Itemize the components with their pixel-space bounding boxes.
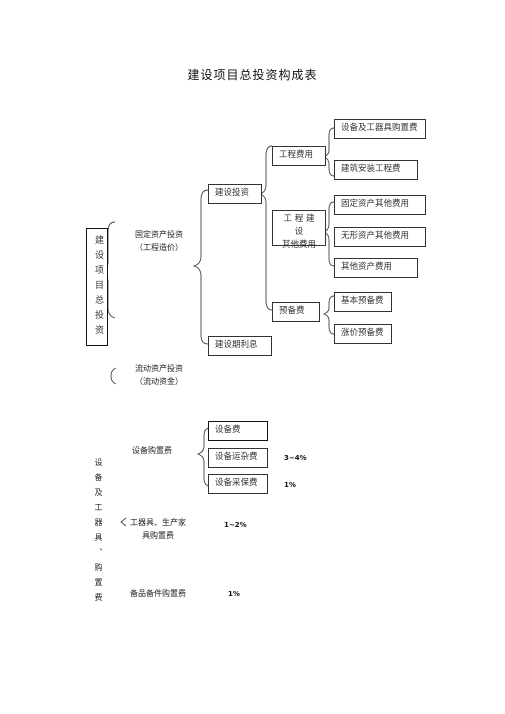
construction-investment-box: 建设投资 bbox=[208, 184, 262, 204]
leaf-price-reserve: 涨价预备费 bbox=[334, 324, 392, 344]
pct-insurance: 1% bbox=[284, 481, 296, 489]
transport-fee-box: 设备运杂费 bbox=[208, 448, 268, 468]
brace-construction bbox=[258, 145, 273, 311]
brace-equipment-purchase bbox=[196, 427, 211, 487]
spare-parts-label: 备品备件购置费 bbox=[130, 589, 186, 598]
brace-current bbox=[110, 367, 117, 385]
insurance-fee-box: 设备采保费 bbox=[208, 474, 268, 494]
engineering-cost-box: 工程费用 bbox=[272, 146, 326, 166]
leaf-fixed-other: 固定资产其他费用 bbox=[334, 195, 426, 215]
root-total-investment-label: 建设项目总投资 bbox=[93, 235, 103, 340]
document-title: 建设项目总投资构成表 bbox=[187, 68, 318, 82]
fixed-assets-line1: 固定资产投资 bbox=[135, 230, 183, 239]
pct-transport: 3~4% bbox=[284, 454, 307, 462]
tools-furniture-label: 工器具、生产家 具购置费 bbox=[130, 516, 186, 542]
leaf-basic-reserve: 基本预备费 bbox=[334, 292, 392, 312]
tools-furniture-line1: 工器具、生产家 bbox=[130, 518, 186, 527]
part2-root-label: 设备及工器具、购置费 bbox=[94, 458, 103, 608]
brace-investment bbox=[192, 189, 209, 345]
equipment-purchase-cost-label: 设备购置费 bbox=[132, 446, 172, 455]
tools-furniture-line2: 具购置费 bbox=[142, 531, 174, 540]
other-costs-box: 工 程 建 设 其他费用 bbox=[272, 210, 326, 250]
pct-tools: 1~2% bbox=[224, 521, 247, 529]
brace-tools bbox=[120, 517, 127, 527]
current-assets-line1: 流动资产投资 bbox=[135, 364, 183, 373]
other-costs-line1: 工 程 建 设 bbox=[283, 214, 315, 237]
other-costs-line2: 其他费用 bbox=[281, 240, 316, 250]
pct-spare: 1% bbox=[228, 590, 240, 598]
fixed-assets-line2: （工程造价） bbox=[135, 243, 183, 252]
current-assets-line2: （流动资金） bbox=[135, 377, 183, 386]
root-total-investment-box: 建设项目总投资 bbox=[86, 228, 108, 346]
leaf-equipment-purchase: 设备及工器具购置费 bbox=[334, 119, 426, 139]
reserve-box: 预备费 bbox=[272, 302, 320, 322]
fixed-assets-label: 固定资产投资 （工程造价） bbox=[130, 228, 188, 254]
brace-reserve bbox=[322, 295, 335, 335]
leaf-other-assets: 其他资产费用 bbox=[334, 258, 418, 278]
equipment-fee-box: 设备费 bbox=[208, 421, 268, 441]
current-assets-label: 流动资产投资 （流动资金） bbox=[130, 362, 188, 388]
leaf-intangible-other: 无形资产其他费用 bbox=[334, 227, 426, 247]
construction-interest-box: 建设期利息 bbox=[208, 336, 272, 356]
leaf-installation: 建筑安装工程费 bbox=[334, 160, 418, 180]
